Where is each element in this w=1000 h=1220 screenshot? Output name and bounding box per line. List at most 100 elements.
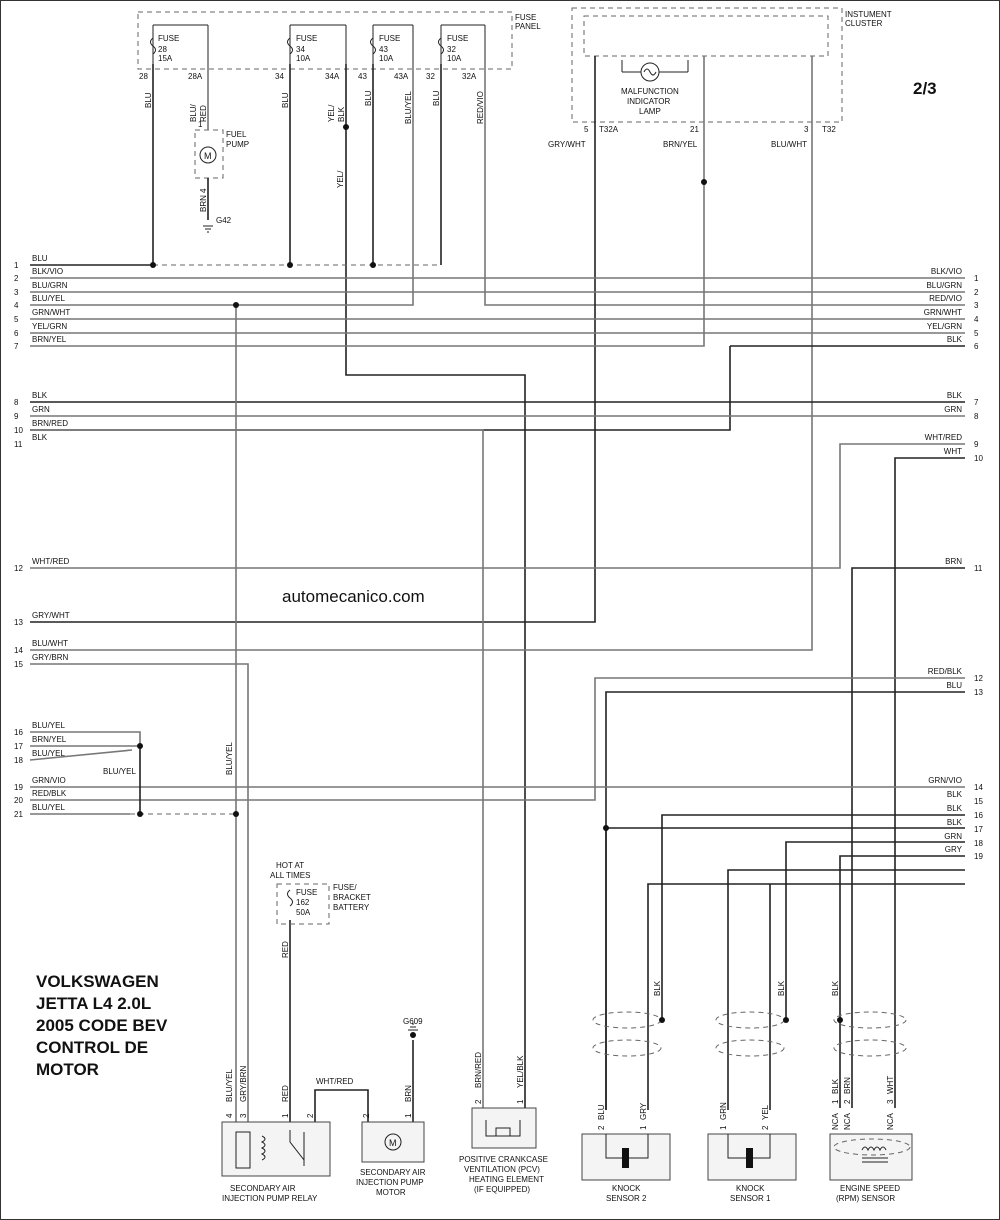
wire-brn-yel-7	[30, 56, 705, 347]
wire-label: WHT/RED	[316, 1077, 354, 1086]
wire-label: BLU/YEL	[32, 803, 65, 812]
pcv-body	[471, 1107, 537, 1149]
splice-dot	[370, 262, 376, 268]
fuse-box-label: BATTERY	[333, 903, 370, 912]
rpm-body	[829, 1133, 913, 1181]
pin-number: 5	[974, 329, 979, 338]
wire-label: BLK	[947, 335, 963, 344]
cluster-outline	[571, 7, 843, 123]
relay-coil-icon	[235, 1131, 251, 1169]
shield-knock2	[592, 1039, 662, 1057]
pin-number: 32	[426, 72, 435, 81]
fuel-pump-outline	[194, 129, 224, 179]
pin-number: 10	[974, 454, 983, 463]
wire-label: YEL	[761, 1104, 770, 1120]
wire-label: YEL/	[336, 170, 345, 188]
fuse-panel: FUSE PANEL FUSE 28 15A 28 28A FUSE 34 10…	[137, 11, 541, 81]
cluster-label: INSTUMENT	[845, 10, 892, 19]
splice-dot	[410, 1032, 416, 1038]
component-label: (RPM) SENSOR	[836, 1194, 895, 1203]
pin-number: 34	[275, 72, 284, 81]
pin-number: 11	[14, 440, 23, 449]
engine-speed-sensor: NCA NCA NCA 1 BLK 2 BRN 3 WHT BLK ENGINE…	[829, 980, 913, 1203]
pin-number: 7	[14, 342, 19, 351]
fuse-wire-labels: BLU BLU/ RED BLU YEL/ BLK BLU BLU/YEL BL…	[144, 90, 485, 188]
right-connector: 1BLK/VIO2BLU/GRN3RED/VIO4GRN/WHT5YEL/GRN…	[924, 267, 984, 861]
ground-label: G609	[403, 1017, 423, 1026]
pin-number: 15	[974, 797, 983, 806]
wire-label: BLK	[777, 980, 786, 996]
wire-label: BLU/YEL	[404, 91, 413, 124]
wire-label: BLK	[947, 790, 963, 799]
pin-number: 19	[974, 852, 983, 861]
fuse-label: FUSE	[158, 34, 179, 43]
wire-label: YEL/	[327, 104, 336, 122]
title-block: VOLKSWAGEN JETTA L4 2.0L 2005 CODE BEV C…	[36, 972, 168, 1079]
splice-dot	[659, 1017, 665, 1023]
fuse-panel-label: PANEL	[515, 22, 541, 31]
fuse-bus-outline	[152, 24, 209, 64]
pin-number: 8	[14, 398, 19, 407]
fuse-label: FUSE	[296, 34, 317, 43]
component-label: SECONDARY AIR	[230, 1184, 296, 1193]
pin-number: 1	[14, 261, 19, 270]
shield-rpm	[833, 1039, 907, 1057]
relay-switch-icon	[260, 1130, 305, 1166]
cluster-label: CLUSTER	[845, 19, 883, 28]
pin-number: 43	[358, 72, 367, 81]
fuse-28-icon	[150, 37, 156, 55]
component-label: INJECTION PUMP	[356, 1178, 424, 1187]
wire-label: BLU	[32, 254, 48, 263]
wire-label: BLK	[32, 391, 48, 400]
splice-dot	[137, 743, 143, 749]
pin-number: 2	[362, 1113, 371, 1118]
fuse-32: FUSE 32 10A 32 32A	[426, 24, 486, 81]
wire-label: BLU/YEL	[225, 1069, 234, 1102]
pin-number: 13	[974, 688, 983, 697]
wire-label: BLK	[947, 804, 963, 813]
fuse-bus-outline	[440, 24, 486, 64]
wire-label: BRN	[843, 1077, 852, 1094]
wire-label: GRY/BRN	[32, 653, 69, 662]
ground-icon	[408, 1023, 418, 1031]
fuse-rating: 50A	[296, 908, 311, 917]
fuse-number: 28	[158, 45, 167, 54]
title-line: MOTOR	[36, 1060, 99, 1079]
ground-icon	[203, 225, 213, 233]
wiring	[29, 56, 965, 1122]
pin-number: 17	[14, 742, 23, 751]
wire-blu-wht	[30, 56, 813, 651]
pin-number: 16	[14, 728, 23, 737]
wire-label: GRN	[944, 405, 962, 414]
wire-label: BLU/WHT	[771, 140, 807, 149]
fuse-number: 162	[296, 898, 310, 907]
wire-red-vio-32a	[484, 64, 965, 306]
pin-number: 6	[974, 342, 979, 351]
wire-label: BRN/YEL	[663, 140, 698, 149]
wire-label: GRN/VIO	[32, 776, 66, 785]
component-label: SENSOR 2	[606, 1194, 647, 1203]
wire-label: GRN/WHT	[924, 308, 962, 317]
wire-label: BLU	[144, 92, 153, 108]
fuse-label: FUSE	[296, 888, 317, 897]
pin-number: 1	[516, 1099, 525, 1104]
motor-letter: M	[204, 151, 212, 161]
fuse-43: FUSE 43 10A 43 43A	[358, 24, 414, 81]
wire-label: BLU/YEL	[225, 742, 234, 775]
wire-label: BRN/RED	[32, 419, 68, 428]
knock2-element-icon	[622, 1148, 629, 1168]
pin-number: 3	[14, 288, 19, 297]
pin-number: 11	[974, 564, 983, 573]
wire-label: BLU	[597, 1104, 606, 1120]
wire-r19-gry	[647, 883, 965, 1110]
fuse-box-label: BRACKET	[333, 893, 371, 902]
pin-number: 13	[14, 618, 23, 627]
splice-dot	[783, 1017, 789, 1023]
wire-label: BLU/WHT	[32, 639, 68, 648]
splice-dot	[603, 825, 609, 831]
fuel-pump: M 1 FUEL PUMP BRN 4 G42	[194, 120, 249, 233]
shield-rpm	[833, 1011, 907, 1029]
connector-label: T32	[822, 125, 836, 134]
pin-number: 2	[761, 1125, 770, 1130]
wire-red-blk	[30, 677, 965, 801]
